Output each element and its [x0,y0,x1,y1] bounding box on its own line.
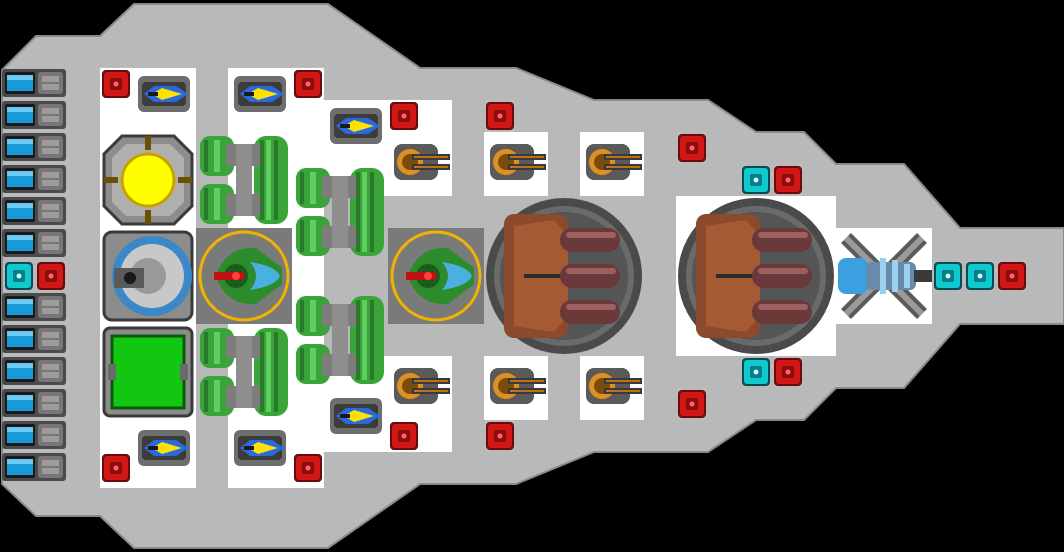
shield-block-icon[interactable] [966,262,994,290]
armor-block-icon[interactable] [390,422,418,450]
armor-block-icon[interactable] [37,262,65,290]
radar-dome-icon[interactable] [102,230,194,322]
battery-cell-icon[interactable] [2,133,66,161]
shield-block-icon[interactable] [5,262,33,290]
missile-launcher-icon[interactable] [234,76,286,112]
armor-block-icon[interactable] [294,454,322,482]
missile-launcher-icon[interactable] [330,398,382,434]
battery-cell-icon[interactable] [2,389,66,417]
missile-launcher-icon[interactable] [138,76,190,112]
battery-cell-icon[interactable] [2,165,66,193]
plasma-turret-icon[interactable] [388,228,484,324]
armor-block-icon[interactable] [774,358,802,386]
battery-cell-icon[interactable] [2,101,66,129]
cargo-hold-icon[interactable] [102,326,194,418]
battery-cell-icon[interactable] [2,421,66,449]
battery-cell-icon[interactable] [2,357,66,385]
battery-cell-icon[interactable] [2,197,66,225]
armor-block-icon[interactable] [102,454,130,482]
missile-launcher-icon[interactable] [234,430,286,466]
battery-cell-icon[interactable] [2,69,66,97]
battery-cell-icon[interactable] [2,325,66,353]
armor-block-icon[interactable] [102,70,130,98]
heavy-cannon-icon[interactable] [678,198,834,354]
shield-block-icon[interactable] [742,166,770,194]
shield-block-icon[interactable] [742,358,770,386]
armor-block-icon[interactable] [294,70,322,98]
missile-launcher-icon[interactable] [138,430,190,466]
armor-block-icon[interactable] [486,422,514,450]
plasma-turret-icon[interactable] [196,228,292,324]
armor-block-icon[interactable] [998,262,1026,290]
battery-cell-icon[interactable] [2,293,66,321]
armor-block-icon[interactable] [390,102,418,130]
shield-block-icon[interactable] [934,262,962,290]
armor-block-icon[interactable] [678,134,706,162]
reactor-core-icon[interactable] [102,134,194,226]
armor-block-icon[interactable] [486,102,514,130]
battery-cell-icon[interactable] [2,229,66,257]
missile-launcher-icon[interactable] [330,108,382,144]
battery-cell-icon[interactable] [2,453,66,481]
armor-block-icon[interactable] [774,166,802,194]
heavy-cannon-icon[interactable] [486,198,642,354]
armor-block-icon[interactable] [678,390,706,418]
